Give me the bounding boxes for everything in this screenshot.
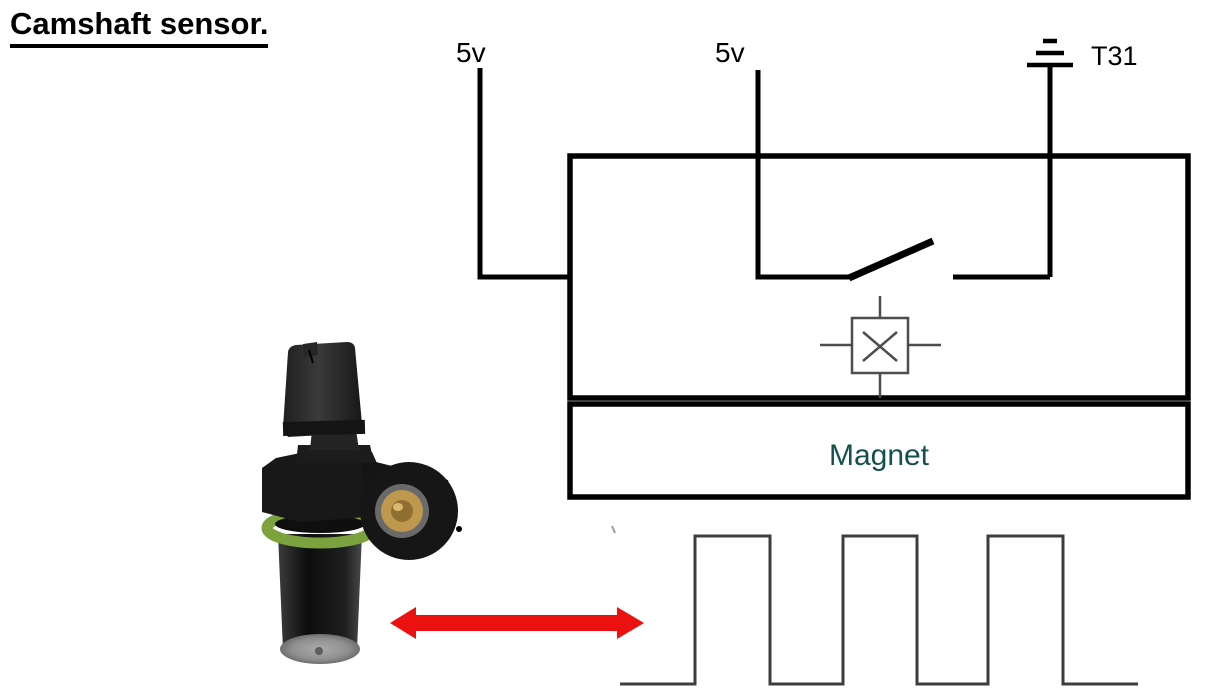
sensor-bushing-glint xyxy=(393,503,403,511)
stray-mark xyxy=(611,525,616,534)
ground-symbol xyxy=(1027,38,1073,68)
wire-supply2 xyxy=(755,70,851,280)
hall-x-stroke2 xyxy=(862,331,898,362)
supply1-label: 5v xyxy=(456,37,486,68)
sensor-connector-band xyxy=(282,419,366,436)
magnet-box xyxy=(567,401,1191,500)
sensor-tip-face-dot xyxy=(315,647,323,655)
sensor-connector-pin xyxy=(308,349,314,364)
hall-element-symbol xyxy=(820,296,941,398)
sensor-housing-box xyxy=(567,153,1191,401)
sensor-photo xyxy=(261,342,462,664)
double-arrow-icon xyxy=(390,607,644,639)
sensor-tip xyxy=(278,534,362,650)
sensor-bushing-bore xyxy=(391,500,413,522)
supply2-label: 5v xyxy=(715,37,745,68)
sensor-flange-hole xyxy=(456,526,462,532)
page-title: Camshaft sensor. xyxy=(10,6,269,48)
magnet-label: Magnet xyxy=(829,439,930,472)
circuit-wires xyxy=(477,67,1053,282)
t31-label: T31 xyxy=(1091,41,1138,71)
sensor-body xyxy=(262,452,380,522)
sensor-connector xyxy=(283,342,362,437)
switch-blade xyxy=(847,237,935,282)
wire-supply1 xyxy=(477,68,570,280)
signal-waveform xyxy=(620,534,1138,686)
sensor-connector-nub xyxy=(303,342,318,357)
